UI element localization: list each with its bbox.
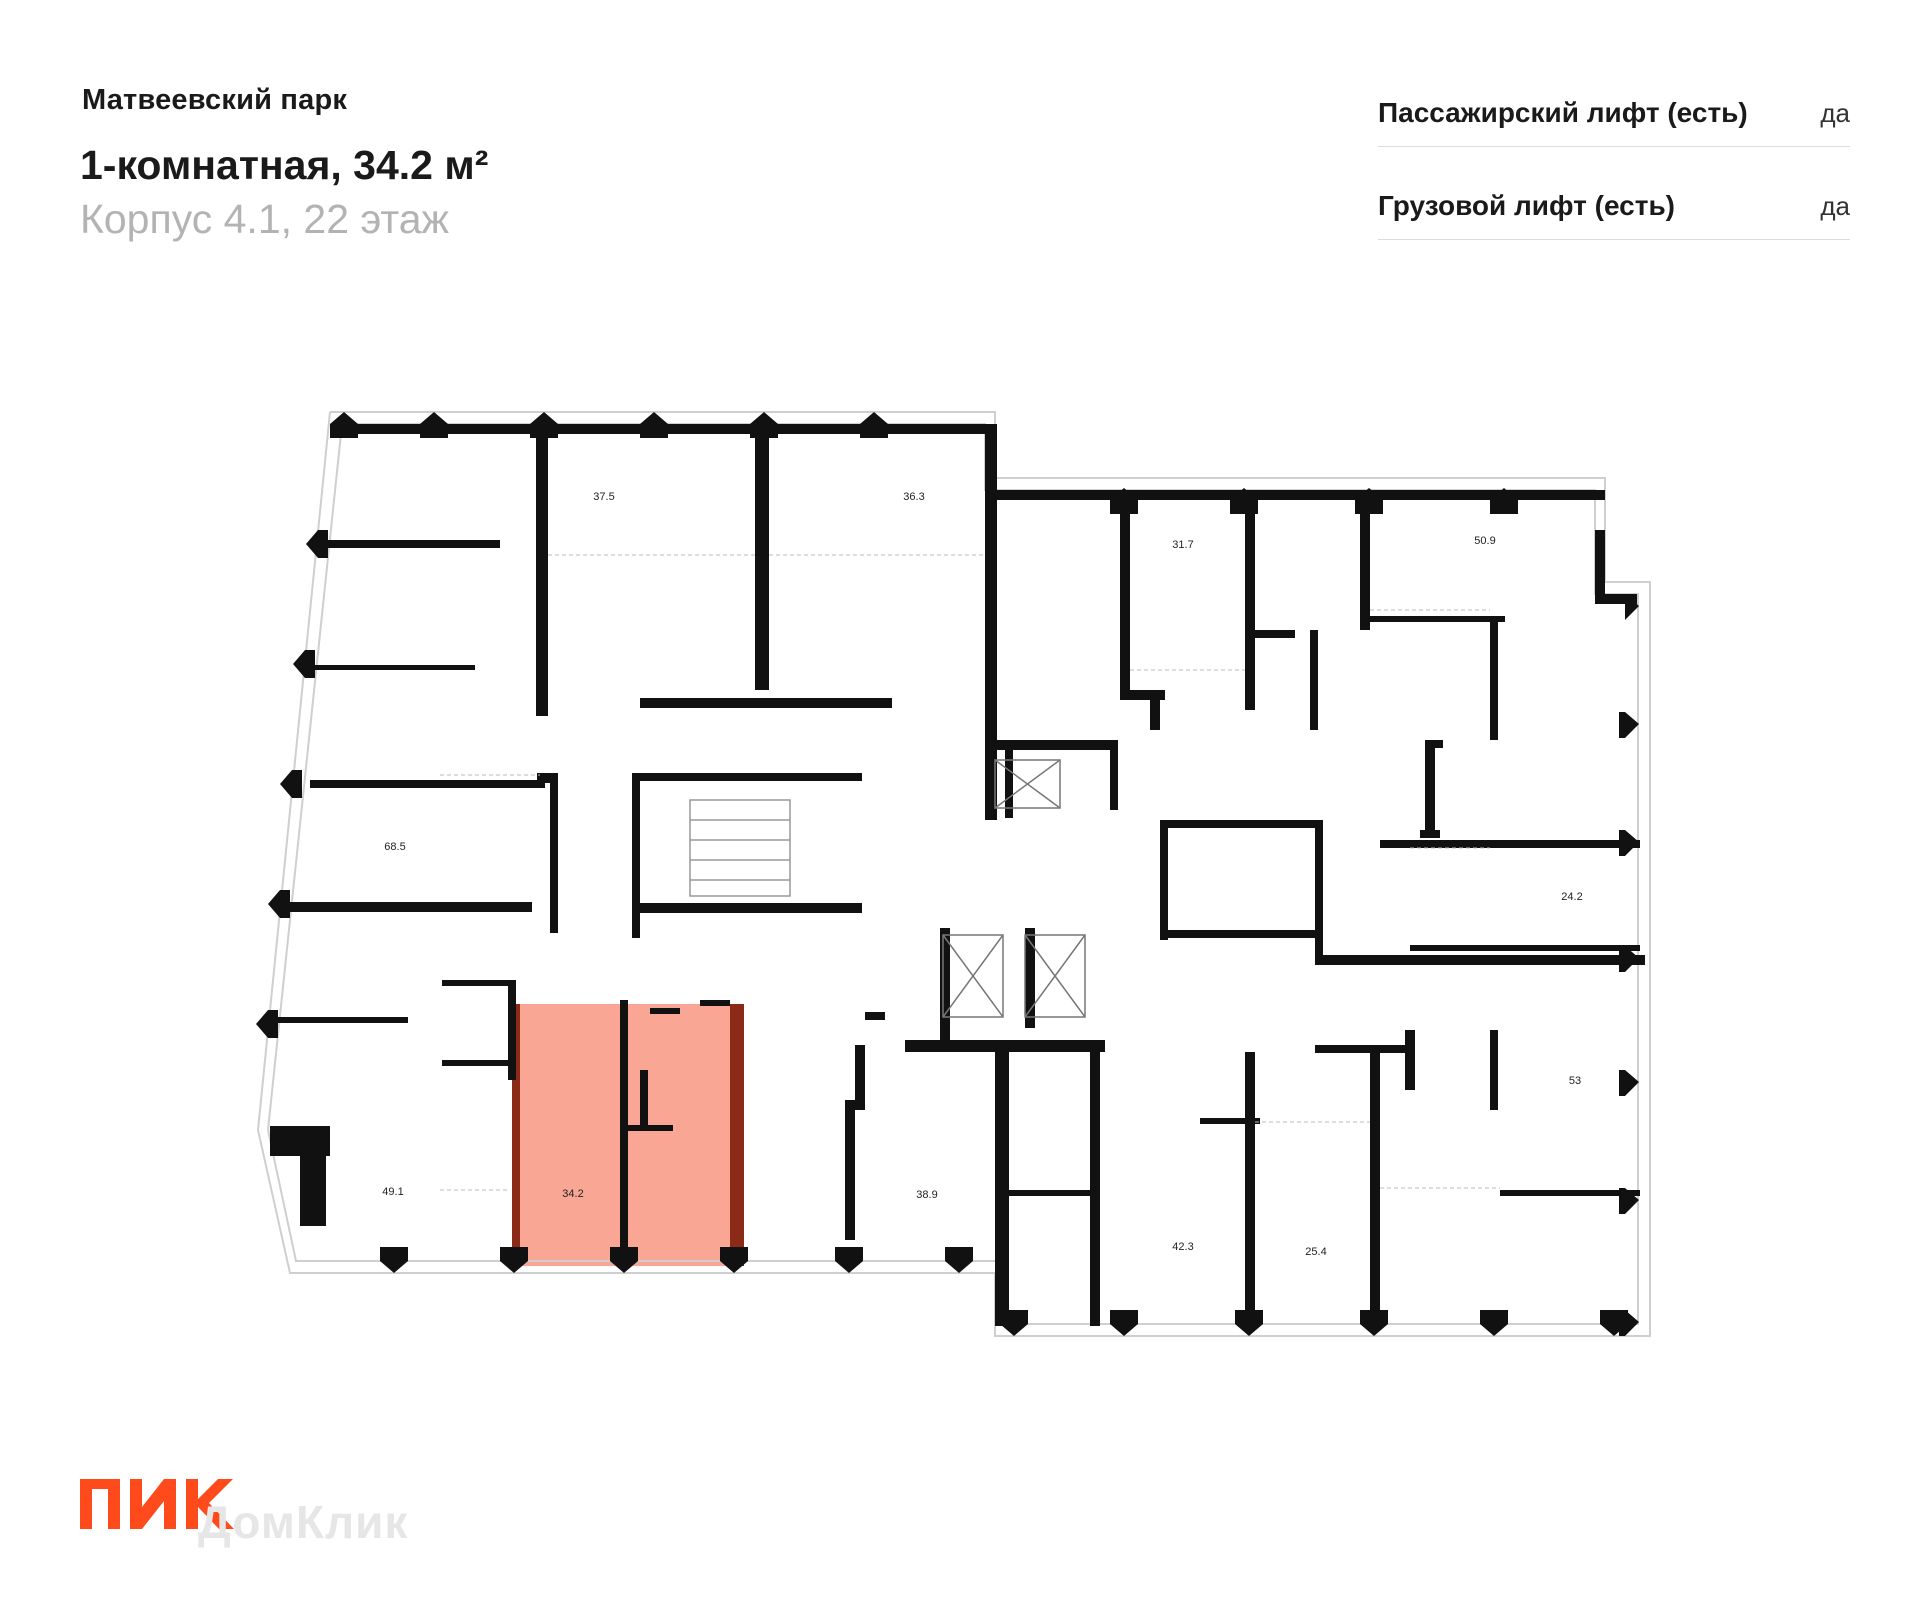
domclick-watermark: ДомКлик [198,1496,409,1548]
project-name: Матвеевский парк [82,84,348,116]
area-label: 53 [1569,1075,1581,1087]
area-label: 38.9 [916,1189,937,1201]
area-label-selected: 34.2 [562,1188,583,1200]
area-label: 36.3 [903,491,924,503]
elevator-shafts [942,759,1086,1018]
feature-passenger-lift: Пассажирский лифт (есть) да [1378,80,1850,147]
feature-label: Пассажирский лифт (есть) [1378,97,1748,128]
apartment-title: 1-комнатная, 34.2 м² [80,142,489,188]
feature-label: Грузовой лифт (есть) [1378,190,1675,221]
feature-value: да [1820,97,1850,128]
area-label: 68.5 [384,841,405,853]
area-label: 37.5 [593,491,614,503]
area-label: 50.9 [1474,535,1495,547]
area-label: 49.1 [382,1186,403,1198]
building-floor: Корпус 4.1, 22 этаж [80,196,449,242]
walls [270,424,1645,1326]
staircase [689,799,791,897]
feature-value: да [1820,190,1850,221]
facade-columns [256,412,1639,1336]
building-outline [256,411,1651,1337]
area-label: 25.4 [1305,1246,1326,1258]
pik-logo [80,1479,234,1529]
area-label: 24.2 [1561,891,1582,903]
features-list: Пассажирский лифт (есть) да Грузовой лиф… [1378,80,1850,266]
area-label: 31.7 [1172,539,1193,551]
feature-freight-lift: Грузовой лифт (есть) да [1378,173,1850,240]
area-label: 42.3 [1172,1241,1193,1253]
